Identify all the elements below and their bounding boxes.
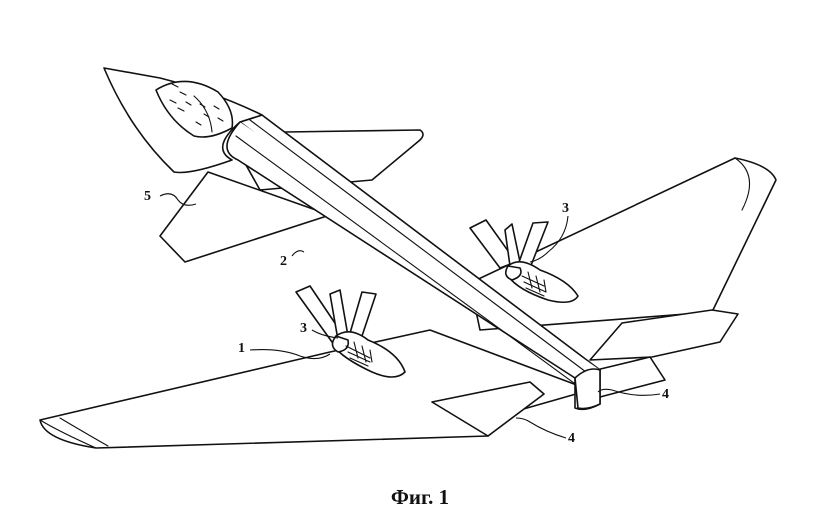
label-canard: 5 [144,189,151,204]
engine-right [469,219,579,304]
figure-caption: Фиг. 1 [390,485,450,509]
left-elevon [431,381,545,437]
engine-left [295,285,406,378]
fuselage [226,114,601,411]
label-elevon-right: 4 [662,387,669,402]
label-elevon-left: 4 [568,431,575,446]
leader-lines [159,193,661,439]
label-fuselage: 2 [280,254,287,269]
label-engine-left: 3 [300,321,307,336]
label-wing: 1 [238,341,245,356]
label-engine-right: 3 [562,201,569,216]
nose-canopy [103,67,263,174]
right-elevon [587,309,739,398]
